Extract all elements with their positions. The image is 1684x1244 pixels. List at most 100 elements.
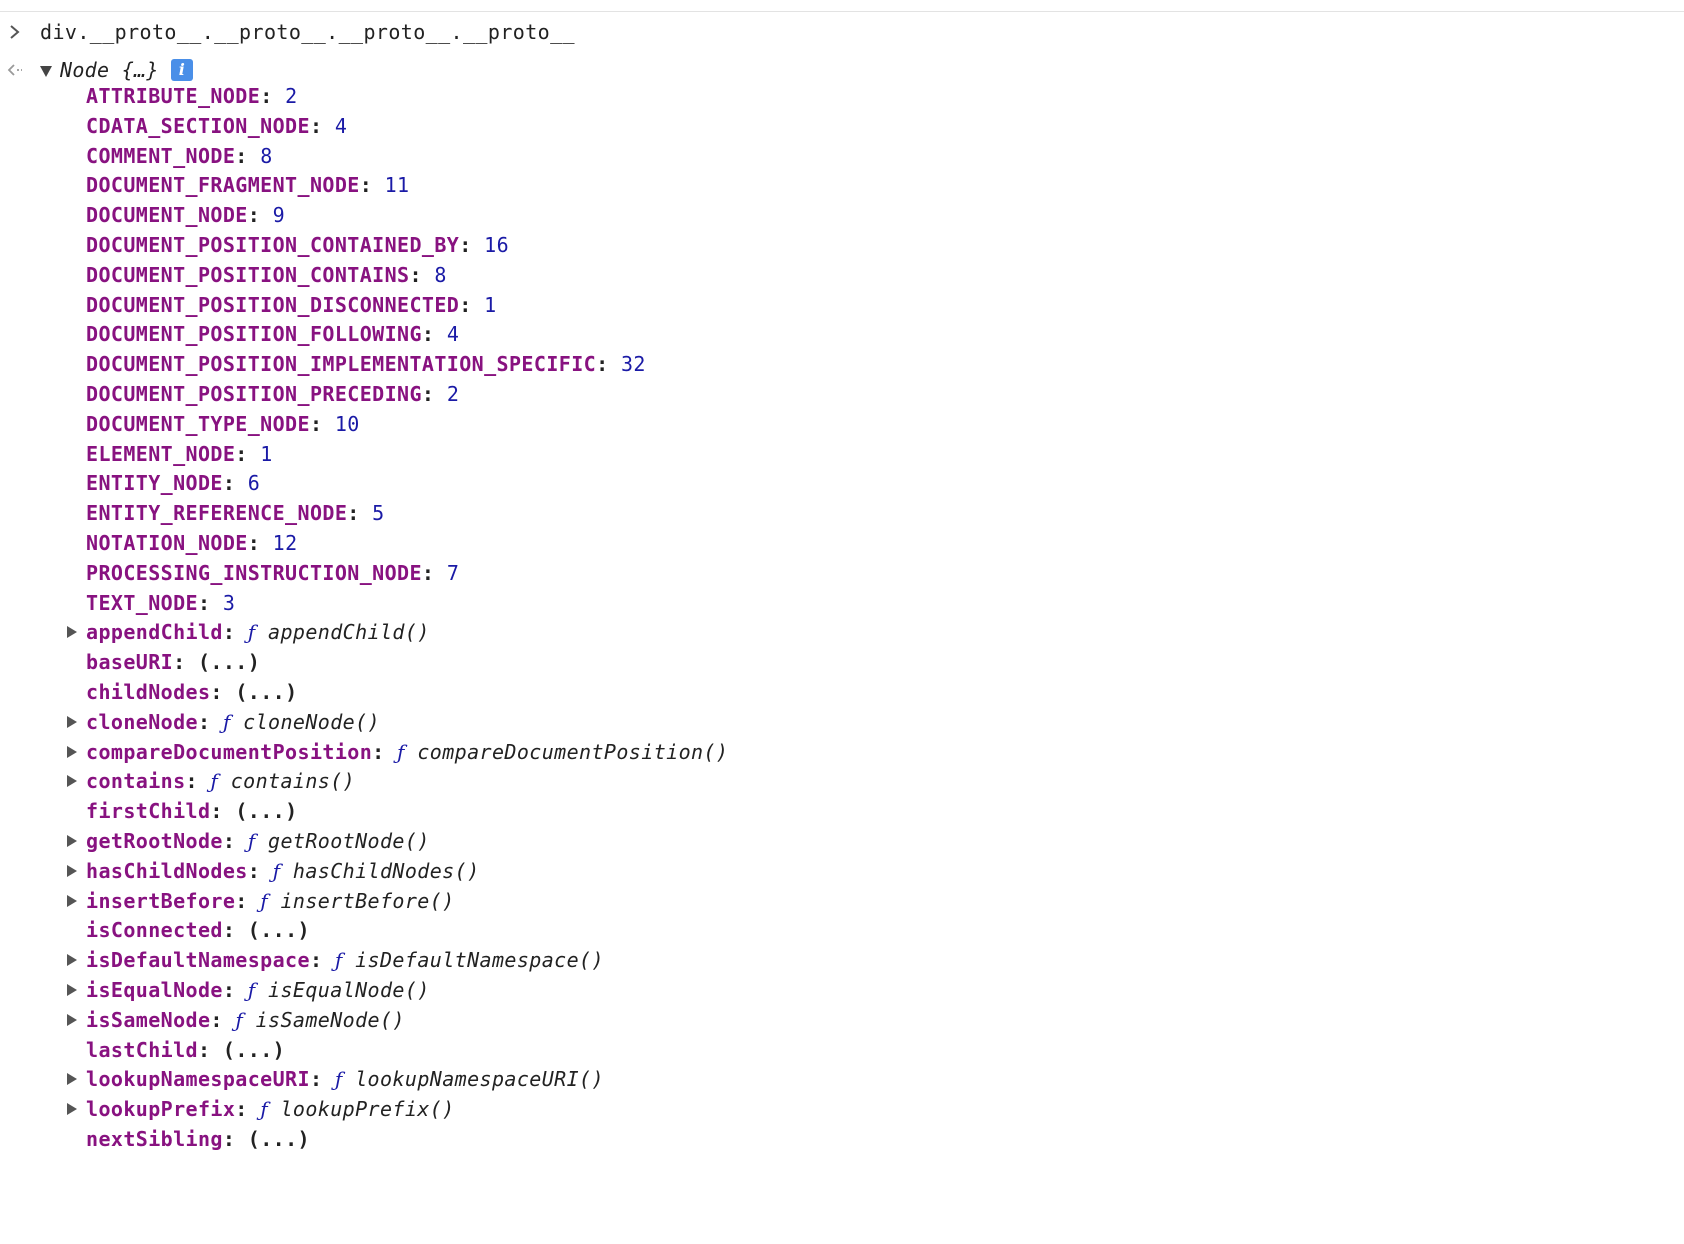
expand-triangle-icon[interactable]: [67, 984, 77, 996]
property-row[interactable]: insertBefore: ƒ insertBefore(): [0, 885, 1684, 917]
property-key-text: DOCUMENT_FRAGMENT_NODE: [86, 173, 360, 198]
function-symbol: ƒ: [260, 888, 268, 913]
getter-value[interactable]: (...): [197, 650, 261, 675]
property-key-text: isSameNode: [86, 1007, 211, 1032]
property-key-text: insertBefore: [86, 888, 236, 913]
property-key-text: NOTATION_NODE: [86, 531, 248, 555]
property-key: firstChild: (...): [86, 799, 298, 824]
property-key-text: PROCESSING_INSTRUCTION_NODE: [86, 560, 422, 585]
property-value: 2: [285, 84, 298, 108]
property-row: isConnected: (...): [0, 914, 1684, 946]
expand-triangle-icon[interactable]: [67, 626, 77, 639]
property-key-text: childNodes: [86, 680, 211, 704]
property-row[interactable]: isDefaultNamespace: ƒ isDefaultNamespace…: [0, 944, 1684, 976]
getter-value[interactable]: (...): [247, 1127, 310, 1151]
property-key: ENTITY_NODE: 6: [86, 471, 261, 496]
property-value: 2: [446, 382, 460, 406]
property-key: lookupPrefix: ƒ lookupPrefix(): [86, 1097, 455, 1122]
expand-triangle-icon[interactable]: [67, 835, 77, 847]
property-key-text: DOCUMENT_POSITION_PRECEDING: [86, 382, 422, 406]
property-row: DOCUMENT_POSITION_IMPLEMENTATION_SPECIFI…: [0, 348, 1684, 380]
property-key: appendChild: ƒ appendChild(): [86, 620, 430, 645]
property-row[interactable]: lookupPrefix: ƒ lookupPrefix(): [0, 1093, 1684, 1125]
collapse-triangle-icon[interactable]: [40, 65, 52, 77]
property-value: 5: [372, 501, 385, 526]
property-key: childNodes: (...): [86, 680, 298, 704]
property-value: 8: [434, 262, 447, 287]
property-key: DOCUMENT_POSITION_CONTAINED_BY: 16: [86, 233, 510, 257]
property-key-text: DOCUMENT_POSITION_CONTAINED_BY: [86, 233, 460, 257]
expand-triangle-icon[interactable]: [67, 894, 77, 907]
node-object-header[interactable]: Node {…} i: [40, 52, 193, 88]
top-divider: [0, 11, 1684, 12]
property-key: TEXT_NODE: 3: [86, 590, 236, 615]
property-key: ELEMENT_NODE: 1: [86, 441, 273, 466]
property-row: firstChild: (...): [0, 795, 1684, 827]
property-row[interactable]: isSameNode: ƒ isSameNode(): [0, 1004, 1684, 1036]
property-row[interactable]: lookupNamespaceURI: ƒ lookupNamespaceURI…: [0, 1063, 1684, 1095]
property-value: 6: [247, 471, 261, 496]
property-key: isSameNode: ƒ isSameNode(): [86, 1007, 405, 1032]
property-row: NOTATION_NODE: 12: [0, 527, 1684, 559]
property-key-text: DOCUMENT_POSITION_IMPLEMENTATION_SPECIFI…: [86, 352, 597, 377]
expand-triangle-icon[interactable]: [67, 864, 77, 877]
property-row: DOCUMENT_POSITION_CONTAINS: 8: [0, 259, 1684, 291]
property-value: 3: [222, 590, 236, 615]
output-prompt-arrow-icon: [6, 58, 24, 78]
property-key-text: contains: [86, 769, 186, 794]
expand-triangle-icon[interactable]: [67, 1013, 77, 1026]
expand-triangle-icon[interactable]: [67, 1103, 77, 1116]
expand-triangle-icon[interactable]: [67, 715, 77, 728]
function-symbol: ƒ: [260, 1097, 268, 1122]
property-row[interactable]: cloneNode: ƒ cloneNode(): [0, 706, 1684, 738]
property-row: nextSibling: (...): [0, 1123, 1684, 1155]
expand-triangle-icon[interactable]: [67, 954, 77, 967]
property-row[interactable]: compareDocumentPosition: ƒ compareDocume…: [0, 736, 1684, 768]
property-key: DOCUMENT_NODE: 9: [86, 203, 286, 228]
function-value: lookupNamespaceURI(): [355, 1067, 604, 1092]
property-row: DOCUMENT_NODE: 9: [0, 199, 1684, 231]
property-value: 16: [484, 233, 510, 257]
function-value: lookupPrefix(): [280, 1097, 455, 1122]
property-key-text: hasChildNodes: [86, 858, 248, 883]
console-command[interactable]: div.__proto__.__proto__.__proto__.__prot…: [40, 20, 575, 44]
property-row[interactable]: getRootNode: ƒ getRootNode(): [0, 825, 1684, 857]
getter-value[interactable]: (...): [247, 918, 310, 943]
property-row: ENTITY_REFERENCE_NODE: 5: [0, 497, 1684, 529]
function-symbol: ƒ: [222, 709, 231, 734]
property-key: ATTRIBUTE_NODE: 2: [86, 84, 298, 108]
property-row: baseURI: (...): [0, 646, 1684, 678]
property-key-text: lastChild: [86, 1037, 198, 1062]
getter-value[interactable]: (...): [222, 1037, 286, 1062]
property-value: 1: [484, 292, 497, 317]
property-row[interactable]: contains: ƒ contains(): [0, 765, 1684, 797]
property-key-text: appendChild: [86, 620, 223, 645]
expand-triangle-icon[interactable]: [67, 1073, 77, 1086]
property-key-text: DOCUMENT_POSITION_CONTAINS: [86, 262, 410, 287]
property-value: 1: [260, 441, 273, 466]
property-key: isConnected: (...): [86, 918, 310, 943]
expand-triangle-icon[interactable]: [67, 775, 77, 788]
property-row: ATTRIBUTE_NODE: 2: [0, 80, 1684, 112]
getter-value[interactable]: (...): [235, 680, 298, 704]
expand-triangle-icon[interactable]: [67, 745, 77, 758]
property-row: DOCUMENT_POSITION_CONTAINED_BY: 16: [0, 229, 1684, 261]
property-key: DOCUMENT_POSITION_DISCONNECTED: 1: [86, 292, 497, 317]
property-row[interactable]: isEqualNode: ƒ isEqualNode(): [0, 974, 1684, 1006]
property-key: DOCUMENT_TYPE_NODE: 10: [86, 411, 360, 436]
property-row: PROCESSING_INSTRUCTION_NODE: 7: [0, 557, 1684, 589]
property-key: DOCUMENT_POSITION_CONTAINS: 8: [86, 262, 447, 287]
property-key-text: DOCUMENT_NODE: [86, 203, 248, 228]
property-value: 7: [446, 560, 460, 585]
property-row[interactable]: appendChild: ƒ appendChild(): [0, 616, 1684, 648]
property-key-text: compareDocumentPosition: [86, 739, 373, 764]
property-row: DOCUMENT_POSITION_FOLLOWING: 4: [0, 318, 1684, 350]
property-key: lookupNamespaceURI: ƒ lookupNamespaceURI…: [86, 1067, 604, 1092]
property-row: ELEMENT_NODE: 1: [0, 438, 1684, 470]
property-key: DOCUMENT_POSITION_FOLLOWING: 4: [86, 322, 460, 347]
getter-value[interactable]: (...): [235, 799, 298, 824]
property-row: COMMENT_NODE: 8: [0, 140, 1684, 172]
info-icon[interactable]: i: [170, 59, 193, 81]
property-row[interactable]: hasChildNodes: ƒ hasChildNodes(): [0, 855, 1684, 887]
property-key-text: firstChild: [86, 799, 211, 824]
